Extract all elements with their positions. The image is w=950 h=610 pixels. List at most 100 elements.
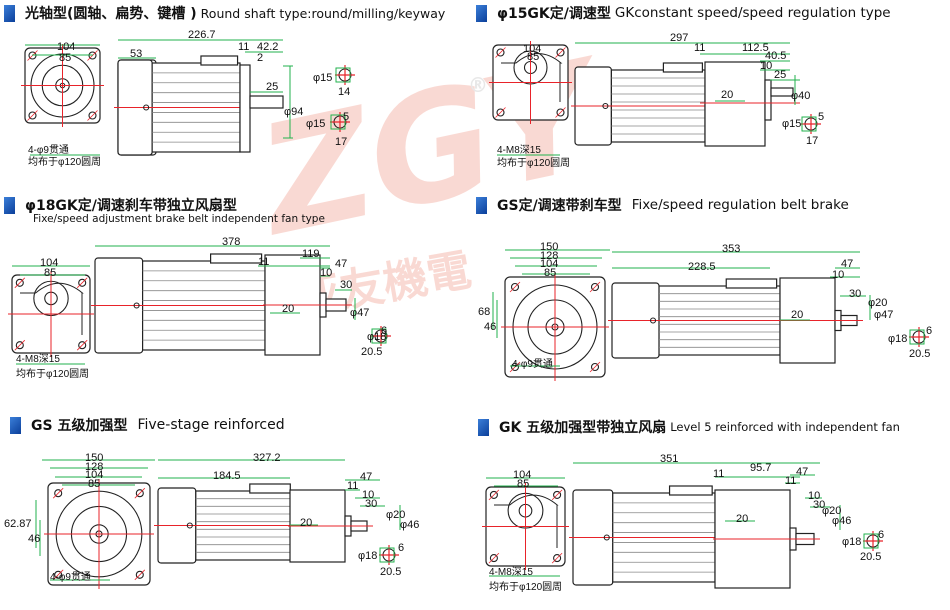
dimension-label: 20 [282, 303, 294, 315]
terminal-box [725, 278, 778, 289]
dimension-label: 20.5 [860, 551, 881, 563]
panel-6-title-en: Level 5 reinforced with independent fan [670, 420, 900, 434]
dimension-label: 6 [398, 542, 404, 554]
dimension-label: 6 [381, 325, 387, 337]
dimension-label: 10 [808, 490, 820, 502]
dimension-label: 42.2 [257, 41, 278, 53]
note-label: 均布于φ120圆周 [497, 157, 570, 169]
panel-6-header: GK 五级加强型带独立风扇 Level 5 reinforced with in… [478, 417, 900, 437]
panel-1-header: 光轴型(圆轴、扁势、键槽 ) Round shaft type:round/mi… [4, 3, 445, 23]
mounting-hole [489, 490, 498, 499]
dimension-label: 10 [832, 269, 844, 281]
dimension-label: 20.5 [361, 346, 382, 358]
dimension-label: φ15 [782, 118, 801, 130]
dimension-label: 68 [478, 306, 490, 318]
dimension-label: 20 [300, 517, 312, 529]
bolt [143, 104, 150, 111]
terminal-box [668, 485, 713, 496]
mounting-hole [78, 341, 87, 350]
dimension-label: φ18 [842, 536, 861, 548]
header-marker [478, 418, 489, 436]
dimension-label: 47 [335, 258, 347, 270]
centerline [134, 487, 146, 499]
panel-5-header: GS 五级加强型 Five-stage reinforced [10, 415, 285, 435]
dimension-label: 95.7 [750, 462, 771, 474]
dimension-label: 17 [335, 136, 347, 148]
terminal-box [249, 483, 291, 494]
bolt [649, 317, 657, 324]
dimension-label: 112.5 [742, 42, 769, 54]
dimension-label: 30 [813, 499, 825, 511]
centerline [134, 569, 146, 581]
dimension-label: 11 [238, 41, 249, 53]
dimension-label: 53 [130, 48, 142, 60]
dimension-label: 2 [257, 52, 263, 64]
centerline [488, 489, 500, 501]
dimension-label: 5 [818, 111, 824, 123]
dimension-label: φ20 [868, 297, 887, 309]
centerline [52, 487, 64, 499]
centerline [551, 552, 563, 564]
note-label: 均布于φ120圆周 [489, 581, 562, 593]
dimension-label: 353 [722, 243, 740, 255]
panel-5-title-en: Five-stage reinforced [137, 417, 285, 433]
gearbox-neck [764, 79, 772, 121]
dimension-label: φ47 [350, 307, 369, 319]
mounting-hole [135, 489, 144, 498]
panel-4-title-cn: GS定/调速带刹车型 [497, 198, 622, 214]
header-marker [476, 196, 487, 214]
mounting-hole [135, 570, 144, 579]
terminal-box [210, 253, 263, 264]
dimension-label: 85 [88, 478, 100, 490]
section-dimension-box [371, 328, 387, 344]
output-shaft [770, 87, 794, 97]
gearbox-outline [494, 494, 559, 548]
mounting-hole [556, 48, 565, 57]
bolt [186, 522, 193, 529]
mounting-hole [15, 278, 24, 287]
note-label: 4-M8深15 [489, 566, 533, 578]
dimension-label: 20 [721, 89, 733, 101]
note-label: 4-φ9贯通 [50, 571, 91, 583]
panel-6-title-cn: GK 五级加强型带独立风扇 [499, 420, 667, 436]
centerline [509, 281, 521, 293]
dimension-label: 40.5 [765, 50, 786, 62]
section-dimension-box [863, 533, 879, 549]
dimension-label: 104 [513, 469, 531, 481]
panel-3-title-cn: φ18GK定/调速刹车带独立风扇型 [25, 198, 237, 214]
mounting-hole [496, 108, 505, 117]
dimension-label: 150 [85, 452, 103, 464]
centerline [589, 361, 601, 373]
mounting-hole [556, 108, 565, 117]
centerline [495, 47, 506, 58]
section-dimension-box [801, 116, 817, 132]
dimension-label: φ46 [400, 519, 419, 531]
panel-5-title-cn: GS 五级加强型 [31, 418, 128, 434]
dimension-label: 30 [849, 288, 861, 300]
dimension-label: φ18 [358, 550, 377, 562]
mounting-hole [590, 362, 600, 372]
shaft [249, 95, 284, 109]
dimension-label: 128 [540, 250, 558, 262]
panel-1-title-en: Round shaft type:round/milling/keyway [200, 5, 446, 21]
dimension-label: 104 [540, 258, 558, 270]
dimension-label: φ20 [822, 505, 841, 517]
panel-4-title-en: Fixe/speed regulation belt brake [631, 197, 849, 213]
mounting-hole [88, 111, 97, 120]
dimension-label: 25 [774, 69, 786, 81]
dimension-label: 85 [44, 267, 56, 279]
header-marker [4, 4, 15, 22]
note-label: 均布于φ120圆周 [28, 156, 101, 168]
mounting-hole [553, 490, 562, 499]
centerline [509, 361, 521, 373]
centerline [87, 110, 98, 121]
header-marker [10, 416, 21, 434]
dimension-label: 14 [338, 86, 350, 98]
dimension-label: 119 [302, 248, 320, 260]
dimension-label: 85 [527, 51, 539, 63]
terminal-box [200, 55, 239, 66]
dimension-label: 46 [28, 533, 40, 545]
dimension-label: 11 [713, 468, 724, 480]
mounting-hole [590, 282, 600, 292]
